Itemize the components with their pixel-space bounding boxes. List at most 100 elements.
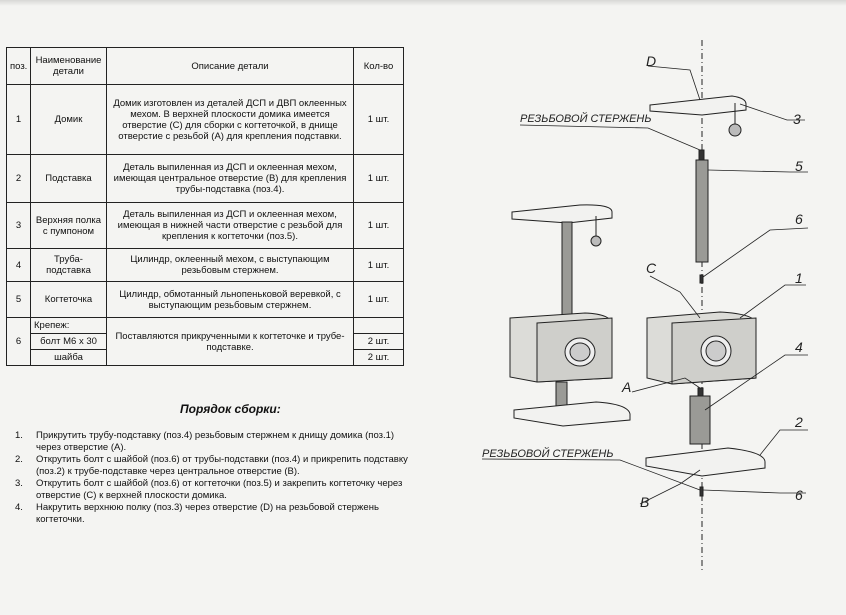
cell-qty: 1 шт.	[353, 84, 404, 155]
cell-desc: Цилиндр, оклеенный мехом, с выступающим …	[106, 248, 354, 282]
cell-name: Когтеточка	[30, 281, 107, 318]
cell-qty: 1 шт.	[353, 281, 404, 318]
leader-6-bottom	[702, 489, 806, 494]
label-6-top: 6	[795, 211, 803, 227]
label-a: A	[621, 379, 631, 395]
cell-qty: 1 шт.	[353, 248, 404, 282]
list-item: 1. Прикрутить трубу-подставку (поз.4) рез…	[15, 430, 415, 453]
label-5: 5	[795, 158, 803, 174]
bolt-icon-bottom	[699, 486, 704, 497]
table-row: 4 Труба-подставка Цилиндр, оклеенный мех…	[6, 248, 404, 282]
page-edge	[0, 0, 846, 6]
assembled-base	[513, 401, 631, 427]
exploded-base	[645, 447, 766, 477]
leader-5	[707, 169, 808, 173]
step-number: 2.	[15, 454, 23, 465]
header-pos: поз.	[6, 47, 31, 85]
cell-desc: Цилиндр, обмотанный льнопеньковой веревк…	[106, 281, 354, 318]
assembled-view	[509, 204, 631, 427]
cell-name: Верхняя полка с пумпоном	[30, 202, 107, 249]
leader-2	[759, 429, 808, 456]
step-text: Открутить болт с шайбой (поз.6) от трубы…	[36, 454, 408, 477]
cell-desc: Деталь выпиленная из ДСП и оклеенная мех…	[106, 154, 354, 203]
label-1: 1	[795, 270, 803, 286]
exploded-stand-tube	[689, 395, 711, 445]
label-4: 4	[795, 339, 803, 355]
step-text: Открутить болт с шайбой (поз.6) от когте…	[36, 478, 403, 501]
header-desc: Описание детали	[106, 47, 354, 85]
assembly-title: Порядок сборки:	[180, 402, 281, 416]
table-row: 6 Крепеж: Поставляются прикрученными к к…	[6, 317, 404, 366]
cell-pos: 6	[6, 317, 31, 366]
list-item: 3. Открутить болт с шайбой (поз.6) от ког…	[15, 478, 415, 501]
label-3: 3	[793, 111, 801, 127]
cell-pos: 3	[6, 202, 31, 249]
leader-3	[739, 103, 805, 121]
cell-qty: 2 шт.	[353, 333, 404, 350]
label-rod-bottom: РЕЗЬБОВОЙ СТЕРЖЕНЬ	[482, 447, 614, 460]
tube-threaded-rod	[697, 387, 704, 397]
leader-lines	[481, 65, 809, 505]
cell-name: Подставка	[30, 154, 107, 203]
table-row: 2 Подставка Деталь выпиленная из ДСП и о…	[6, 154, 404, 203]
leader-d	[647, 65, 701, 101]
step-number: 3.	[15, 478, 23, 489]
cell-pos: 1	[6, 84, 31, 155]
cell-name: Труба-подставка	[30, 248, 107, 282]
step-number: 4.	[15, 502, 23, 513]
leader-rod-top	[519, 124, 701, 151]
house-hole-inner	[569, 342, 591, 362]
parts-table: поз. Наименование детали Описание детали…	[6, 47, 404, 366]
header-name: Наименование детали	[30, 47, 107, 85]
leader-1	[739, 284, 806, 319]
label-rod-top: РЕЗЬБОВОЙ СТЕРЖЕНЬ	[520, 112, 652, 125]
cell-qty-empty	[353, 317, 404, 334]
label-b: B	[640, 494, 649, 510]
exploded-view	[645, 40, 766, 570]
label-c: C	[646, 260, 657, 276]
label-2: 2	[794, 414, 803, 430]
bolt-icon	[699, 274, 704, 284]
table-row: 5 Когтеточка Цилиндр, обмотанный льнопен…	[6, 281, 404, 318]
cell-name: Крепеж:	[30, 317, 107, 334]
cell-pos: 2	[6, 154, 31, 203]
table-row: 1 Домик Домик изготовлен из деталей ДСП …	[6, 84, 404, 155]
step-text: Накрутить верхнюю полку (поз.3) через от…	[36, 502, 379, 525]
cell-desc: Поставляются прикрученными к когтеточке …	[106, 317, 354, 366]
list-item: 2. Открутить болт с шайбой (поз.6) от тру…	[15, 454, 415, 477]
list-item: 4. Накрутить верхнюю полку (поз.3) через …	[15, 502, 415, 525]
cell-sub-washer: шайба	[30, 349, 107, 366]
pompom-icon-2	[728, 123, 742, 137]
exploded-top-shelf	[649, 95, 747, 116]
house-hole-inner-2	[705, 340, 727, 362]
assembled-top-shelf	[511, 204, 613, 224]
cell-desc: Домик изготовлен из деталей ДСП и ДВП ок…	[106, 84, 354, 155]
assembly-steps: 1. Прикрутить трубу-подставку (поз.4) рез…	[15, 430, 415, 526]
cell-name: Домик	[30, 84, 107, 155]
table-row: шайба 2 шт.	[7, 349, 404, 366]
table-header-row: поз. Наименование детали Описание детали…	[6, 47, 404, 85]
leader-c	[649, 275, 701, 319]
step-number: 1.	[15, 430, 23, 441]
cell-pos: 5	[6, 281, 31, 318]
leader-a	[631, 377, 701, 393]
header-qty: Кол-во	[353, 47, 404, 85]
assembly-drawing: D 3 РЕЗЬБОВОЙ СТЕРЖЕНЬ 5 6 C 1 4 A 2 РЕЗ…	[481, 40, 809, 570]
leader-rod-bottom	[481, 458, 701, 491]
label-d: D	[646, 53, 656, 69]
cell-sub-bolt: болт М6 х 30	[30, 333, 107, 350]
leader-b	[639, 469, 701, 505]
cell-pos: 4	[6, 248, 31, 282]
leader-4	[704, 354, 808, 411]
label-6-bottom: 6	[795, 487, 803, 503]
assembled-scratching-post	[561, 221, 573, 321]
pompom-icon	[590, 235, 602, 247]
cell-desc: Деталь выпиленная из ДСП и оклеенная мех…	[106, 202, 354, 249]
cell-qty: 1 шт.	[353, 154, 404, 203]
exploded-scratching-post	[695, 159, 709, 263]
post-threaded-rod	[698, 149, 705, 161]
leader-6-top	[702, 227, 809, 278]
table-row: 3 Верхняя полка с пумпоном Деталь выпиле…	[6, 202, 404, 249]
cell-qty: 1 шт.	[353, 202, 404, 249]
step-text: Прикрутить трубу-подставку (поз.4) резьб…	[36, 430, 395, 453]
